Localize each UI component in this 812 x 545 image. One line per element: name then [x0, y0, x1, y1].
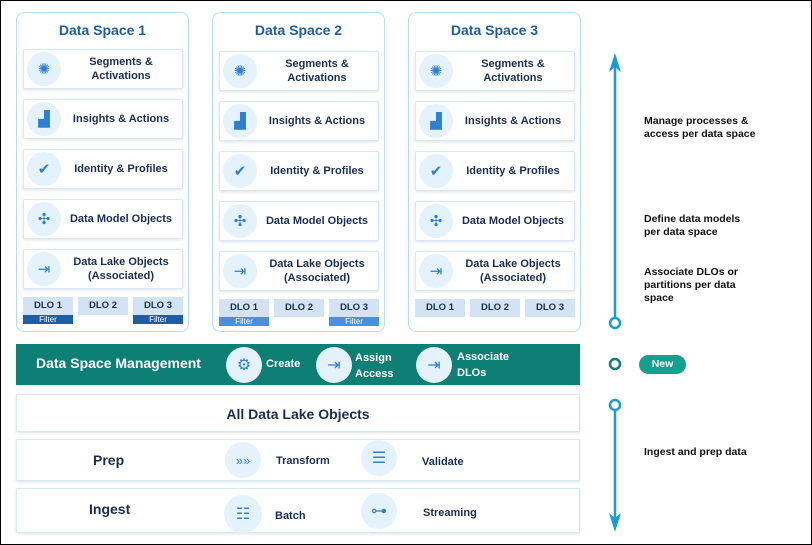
dlo-chip[interactable]: DLO 1 [219, 299, 269, 317]
dlo-chip[interactable]: DLO 2 [274, 299, 324, 317]
dlo-chip[interactable]: DLO 3 [329, 299, 379, 317]
card-label: Insights & Actions [268, 115, 366, 127]
note-define: Define data models per data space [644, 213, 741, 238]
sun-icon: ✺ [419, 54, 453, 88]
card-data-model-objects[interactable]: ✣ Data Model Objects [415, 201, 575, 241]
card-label: Data Lake Objects (Associated) [73, 256, 169, 282]
card-label: Insights & Actions [72, 113, 170, 125]
filter-tag: Filter [329, 317, 379, 326]
card-label: Insights & Actions [464, 115, 562, 127]
network-icon: ✣ [27, 202, 61, 236]
card-identity-profiles[interactable]: ✔ Identity & Profiles [219, 151, 379, 191]
check-circle-icon: ✔ [419, 154, 453, 188]
card-segments-activations[interactable]: ✺ Segments & Activations [23, 49, 183, 89]
filter-tag: Filter [23, 315, 73, 324]
data-space-2: Data Space 2 ✺ Segments & Activations ▟ Insi… [212, 12, 385, 332]
timeline [608, 53, 622, 532]
check-circle-icon: ✔ [223, 154, 257, 188]
gear-icon: ⚙ [226, 347, 262, 383]
transform-label: Transform [276, 455, 330, 467]
card-data-model-objects[interactable]: ✣ Data Model Objects [23, 199, 183, 239]
upper-end-node [608, 316, 622, 330]
management-title: Data Space Management [36, 355, 201, 371]
lower-start-node [608, 398, 622, 412]
share-arrow-icon: ⇥ [316, 347, 352, 383]
streaming-label: Streaming [423, 507, 477, 519]
card-label: Data Lake Objects (Associated) [465, 258, 561, 284]
card-data-lake-objects-associated-[interactable]: ⇥ Data Lake Objects (Associated) [23, 249, 183, 289]
ingest-bar: Ingest ☷ Batch ⊶ Streaming [16, 488, 580, 533]
space-title: Data Space 3 [450, 22, 539, 38]
flow-icon: ⊶ [361, 493, 397, 529]
prep-title: Prep [93, 452, 125, 468]
filter-tag: Filter [219, 317, 269, 326]
card-segments-activations[interactable]: ✺ Segments & Activations [219, 51, 379, 91]
data-space-1: Data Space 1 ✺ Segments & Activations ▟ Insi… [16, 12, 189, 332]
arrow-down-icon [609, 513, 621, 532]
new-node [608, 357, 622, 371]
chart-bubble-icon: ▟ [419, 104, 453, 138]
validate-label: Validate [422, 456, 464, 468]
share-arrow-icon: ⇥ [419, 254, 453, 288]
card-identity-profiles[interactable]: ✔ Identity & Profiles [23, 149, 183, 189]
all-data-lake-objects-bar: All Data Lake Objects [16, 394, 580, 432]
check-circle-icon: ✔ [27, 152, 61, 186]
card-data-lake-objects-associated-[interactable]: ⇥ Data Lake Objects (Associated) [415, 251, 575, 291]
card-data-model-objects[interactable]: ✣ Data Model Objects [219, 201, 379, 241]
dlo-chip[interactable]: DLO 1 [415, 299, 465, 317]
dlo-chip[interactable]: DLO 3 [525, 299, 575, 317]
arrow-up-icon [609, 53, 621, 72]
share-arrow-icon: ⇥ [223, 254, 257, 288]
sun-icon: ✺ [27, 52, 61, 86]
card-label: Data Model Objects [265, 215, 369, 227]
filter-tag: Filter [133, 315, 183, 324]
dlo-chip[interactable]: DLO 3 [133, 297, 183, 315]
space-title: Data Space 1 [58, 22, 147, 38]
sun-icon: ✺ [223, 54, 257, 88]
card-label: Identity & Profiles [74, 163, 168, 175]
data-space-3: Data Space 3 ✺ Segments & Activations ▟ Insi… [408, 12, 581, 332]
chart-bubble-icon: ▟ [223, 104, 257, 138]
note-ingest: Ingest and prep data [644, 446, 747, 458]
share-arrow-icon: ⇥ [27, 252, 61, 286]
card-segments-activations[interactable]: ✺ Segments & Activations [415, 51, 575, 91]
share-arrow-icon: ⇥ [416, 347, 452, 383]
dlo-chip[interactable]: DLO 2 [78, 297, 128, 315]
ingest-title: Ingest [89, 501, 131, 517]
card-insights-actions[interactable]: ▟ Insights & Actions [415, 101, 575, 141]
chart-bubble-icon: ▟ [27, 102, 61, 136]
create-label: Create [266, 358, 301, 370]
card-label: Data Lake Objects (Associated) [269, 258, 365, 284]
card-label: Data Model Objects [69, 213, 173, 225]
new-badge: New [639, 355, 686, 374]
note-manage: Manage processes & access per data space [644, 115, 756, 140]
all-dlo-title: All Data Lake Objects [226, 406, 370, 422]
network-icon: ✣ [419, 204, 453, 238]
prep-bar: Prep »» Transform ☰ Validate [16, 439, 580, 481]
network-icon: ✣ [223, 204, 257, 238]
dlo-chip[interactable]: DLO 2 [470, 299, 520, 317]
database-icon: ☷ [224, 495, 262, 533]
card-label: Segments & Activations [89, 56, 153, 82]
card-label: Segments & Activations [285, 58, 349, 84]
card-label: Data Model Objects [461, 215, 565, 227]
card-insights-actions[interactable]: ▟ Insights & Actions [23, 99, 183, 139]
note-associate: Associate DLOs or partitions per data sp… [644, 266, 738, 304]
card-label: Segments & Activations [481, 58, 545, 84]
card-label: Identity & Profiles [270, 165, 364, 177]
batch-label: Batch [275, 510, 306, 522]
space-title: Data Space 2 [254, 22, 343, 38]
list-check-icon: ☰ [361, 440, 397, 476]
card-insights-actions[interactable]: ▟ Insights & Actions [219, 101, 379, 141]
card-data-lake-objects-associated-[interactable]: ⇥ Data Lake Objects (Associated) [219, 251, 379, 291]
chevrons-icon: »» [225, 442, 261, 478]
card-identity-profiles[interactable]: ✔ Identity & Profiles [415, 151, 575, 191]
dlo-chip[interactable]: DLO 1 [23, 297, 73, 315]
card-label: Identity & Profiles [466, 165, 560, 177]
